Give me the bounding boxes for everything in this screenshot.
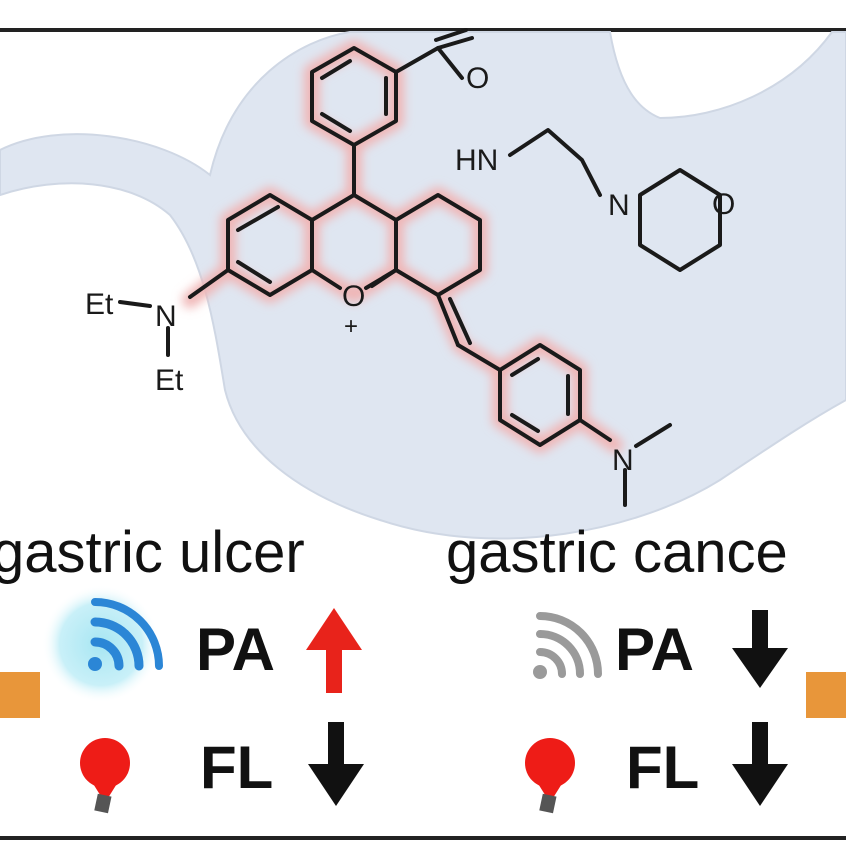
- morpholine-o-label: O: [712, 188, 735, 221]
- molecule-structure: [118, 28, 722, 507]
- et-label-bottom: Et: [155, 364, 184, 397]
- orange-marker-right: [806, 672, 846, 718]
- fl-label-cancer: FL: [626, 734, 700, 801]
- lamp-icon: [80, 738, 130, 814]
- signal-icon: [88, 598, 163, 671]
- positive-charge-label: +: [344, 313, 358, 340]
- panel-title-ulcer: gastric ulcer: [0, 520, 305, 585]
- et-label-top: Et: [85, 288, 114, 321]
- signal-icon-muted: [533, 612, 602, 679]
- lamp-icon-cancer: [525, 738, 575, 814]
- panel-title-cancer: gastric cance: [446, 520, 788, 585]
- top-border: [0, 28, 846, 32]
- arrow-down-icon: [308, 722, 364, 806]
- pa-label-ulcer: PA: [196, 616, 275, 683]
- amide-nh-label: HN: [455, 144, 498, 177]
- ring-oxygen-label: O: [342, 280, 365, 313]
- dimethylamine-n-label: N: [612, 444, 634, 477]
- morpholine-n-label: N: [608, 189, 630, 222]
- arrow-up-icon: [306, 608, 362, 693]
- pa-label-cancer: PA: [615, 616, 694, 683]
- orange-marker-left: [0, 672, 40, 718]
- amine-n-label: N: [155, 300, 177, 333]
- bottom-border: [0, 836, 846, 840]
- carbonyl-oxygen-label: O: [466, 62, 489, 95]
- arrow-down-icon-pa: [732, 610, 788, 688]
- fl-label-ulcer: FL: [200, 734, 274, 801]
- arrow-down-icon-fl: [732, 722, 788, 806]
